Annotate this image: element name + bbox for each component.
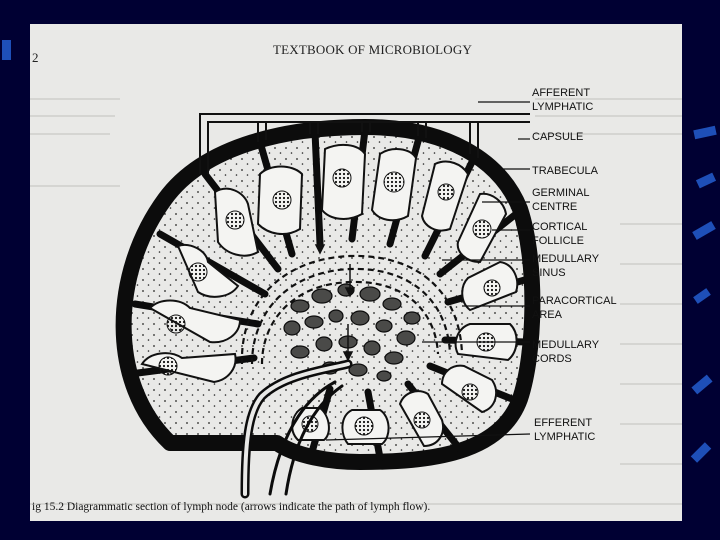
label-afferent-2: LYMPHATIC — [532, 101, 593, 113]
deco-bar-7 — [2, 40, 11, 60]
book-title: TEXTBOOK OF MICROBIOLOGY — [273, 42, 473, 57]
label-germinal-1: GERMINAL — [532, 187, 589, 199]
flow-arrows — [314, 214, 356, 362]
label-cortical-2: FOLLICLE — [532, 235, 584, 247]
label-cortical-1: CORTICAL — [532, 221, 587, 233]
deco-bar-1 — [693, 125, 717, 140]
deco-bar-4 — [693, 288, 711, 304]
leader-lines — [325, 101, 531, 441]
label-efferent-1: EFFERENT — [534, 417, 592, 429]
afferent-lymphatics — [199, 113, 530, 174]
label-afferent-1: AFFERENT — [532, 87, 590, 99]
label-medullary-1: MEDULLARY — [532, 253, 600, 265]
medullary-cords — [283, 283, 421, 382]
label-paracortical-1: PARACORTICAL — [532, 295, 617, 307]
label-cords-1: MEDULLARY — [532, 339, 600, 351]
label-germinal-2: CENTRE — [532, 201, 577, 213]
deco-bar-5 — [691, 374, 713, 395]
label-paracortical-2: AREA — [532, 309, 563, 321]
deco-bar-6 — [690, 442, 712, 463]
deco-bar-3 — [692, 221, 716, 240]
textbook-page-scan: 2 TEXTBOOK OF MICROBIOLOGY — [30, 24, 682, 521]
label-cords-2: CORDS — [532, 353, 572, 365]
label-efferent-2: LYMPHATIC — [534, 431, 595, 443]
bleed-through-lines — [30, 98, 682, 505]
lymph-node-diagram: AFFERENT LYMPHATIC CAPSULE TRABECULA GER… — [30, 87, 682, 513]
label-trabecula: TRABECULA — [532, 165, 599, 177]
figure-caption: ig 15.2 Diagrammatic section of lymph no… — [32, 501, 430, 513]
page-number: 2 — [32, 50, 39, 65]
deco-bar-2 — [695, 172, 717, 189]
label-capsule: CAPSULE — [532, 131, 583, 143]
hilum-vessels — [240, 359, 353, 499]
label-medullary-2: SINUS — [532, 267, 566, 279]
